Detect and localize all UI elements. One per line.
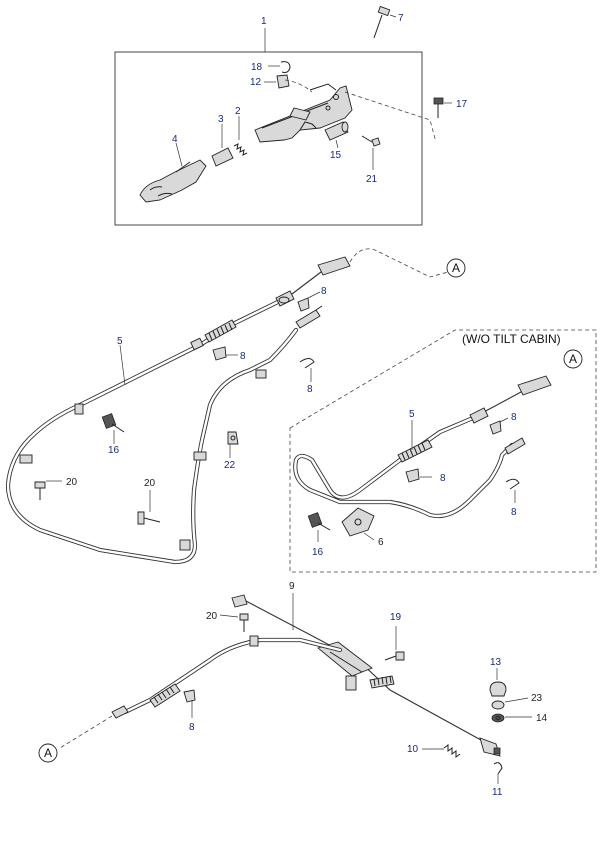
ref-marker-3: A bbox=[38, 743, 58, 763]
callout-20a: 20 bbox=[66, 477, 78, 488]
callout-5b: 5 bbox=[409, 409, 415, 420]
callout-22: 22 bbox=[224, 460, 236, 471]
bolt-20b bbox=[137, 490, 161, 525]
cable-boot bbox=[190, 319, 237, 351]
clip-8g bbox=[183, 689, 196, 718]
callout-11: 11 bbox=[492, 787, 503, 798]
bolt-19 bbox=[384, 626, 405, 661]
callout-1: 1 bbox=[261, 16, 267, 27]
callout-8f: 8 bbox=[511, 507, 517, 518]
lever-handle-4 bbox=[139, 142, 207, 203]
clip-8b bbox=[212, 346, 238, 361]
clip-8a bbox=[297, 291, 321, 312]
callout-14: 14 bbox=[536, 713, 548, 724]
cable-boot-c bbox=[149, 683, 181, 708]
callout-13: 13 bbox=[490, 657, 502, 668]
sleeve-3 bbox=[211, 124, 234, 167]
front-cable-assembly bbox=[5, 248, 449, 565]
clip-8f bbox=[505, 478, 520, 503]
callout-8g: 8 bbox=[189, 722, 195, 733]
callout-5a: 5 bbox=[117, 336, 123, 347]
callout-4: 4 bbox=[172, 134, 178, 145]
bracket-12 bbox=[264, 74, 290, 89]
callout-8e: 8 bbox=[440, 473, 446, 484]
clip-11 bbox=[493, 762, 503, 784]
pin-15 bbox=[324, 121, 349, 149]
bracket-6 bbox=[341, 507, 375, 541]
spring-2 bbox=[233, 116, 248, 156]
variant-label: (W/O TILT CABIN) bbox=[462, 332, 561, 346]
variant-box: (W/O TILT CABIN) bbox=[289, 329, 597, 573]
callout-7: 7 bbox=[398, 13, 404, 24]
spring-10 bbox=[422, 744, 461, 758]
callout-2: 2 bbox=[235, 106, 241, 117]
clip-8e bbox=[405, 468, 432, 483]
bolt-7 bbox=[373, 5, 397, 39]
ref-marker-1: A bbox=[446, 258, 466, 278]
callout-16b: 16 bbox=[312, 547, 324, 558]
bolt-20c bbox=[219, 613, 249, 632]
svg-text:A: A bbox=[44, 746, 52, 760]
svg-text:A: A bbox=[569, 352, 577, 366]
callout-3: 3 bbox=[218, 114, 224, 125]
callout-6: 6 bbox=[378, 537, 384, 548]
clip-8d bbox=[489, 417, 509, 435]
bolt-21 bbox=[361, 135, 381, 170]
cable-boot-d bbox=[369, 675, 395, 689]
bolt-16a bbox=[101, 413, 125, 444]
svg-text:A: A bbox=[452, 261, 460, 275]
callout-21: 21 bbox=[366, 174, 378, 185]
bolt-20a bbox=[34, 480, 62, 500]
callout-17: 17 bbox=[456, 99, 468, 110]
callout-18: 18 bbox=[251, 62, 263, 73]
callout-12: 12 bbox=[250, 77, 262, 88]
callout-23: 23 bbox=[531, 693, 543, 704]
callout-10: 10 bbox=[407, 744, 419, 755]
clip-8c bbox=[299, 358, 315, 382]
bolt-16b bbox=[307, 512, 331, 542]
washer-14 bbox=[491, 713, 532, 723]
callout-19: 19 bbox=[390, 612, 402, 623]
lever-assembly bbox=[114, 5, 452, 226]
callout-8d: 8 bbox=[511, 412, 517, 423]
callout-16a: 16 bbox=[108, 445, 120, 456]
cable-boot-b bbox=[397, 439, 433, 463]
nut-23 bbox=[491, 697, 529, 710]
assembly-frame bbox=[114, 51, 423, 226]
callout-15: 15 bbox=[330, 150, 342, 161]
ref-marker-2: A bbox=[563, 349, 583, 369]
callout-9: 9 bbox=[289, 581, 295, 592]
clip-22 bbox=[227, 431, 239, 458]
callout-20c: 20 bbox=[206, 611, 218, 622]
callout-numbers: 1 7 18 12 17 2 3 4 15 21 8 5 8 8 16 22 2… bbox=[66, 13, 548, 798]
clip-18 bbox=[268, 61, 291, 73]
callout-8c: 8 bbox=[307, 384, 313, 395]
callout-20b: 20 bbox=[144, 478, 156, 489]
bolt-17 bbox=[344, 91, 452, 143]
equalizer-9 bbox=[317, 641, 373, 691]
lever-bracket bbox=[254, 83, 353, 143]
callout-8a: 8 bbox=[321, 286, 327, 297]
rear-cable-assembly bbox=[59, 593, 532, 784]
callout-8b: 8 bbox=[240, 351, 246, 362]
cap-13 bbox=[489, 668, 507, 697]
